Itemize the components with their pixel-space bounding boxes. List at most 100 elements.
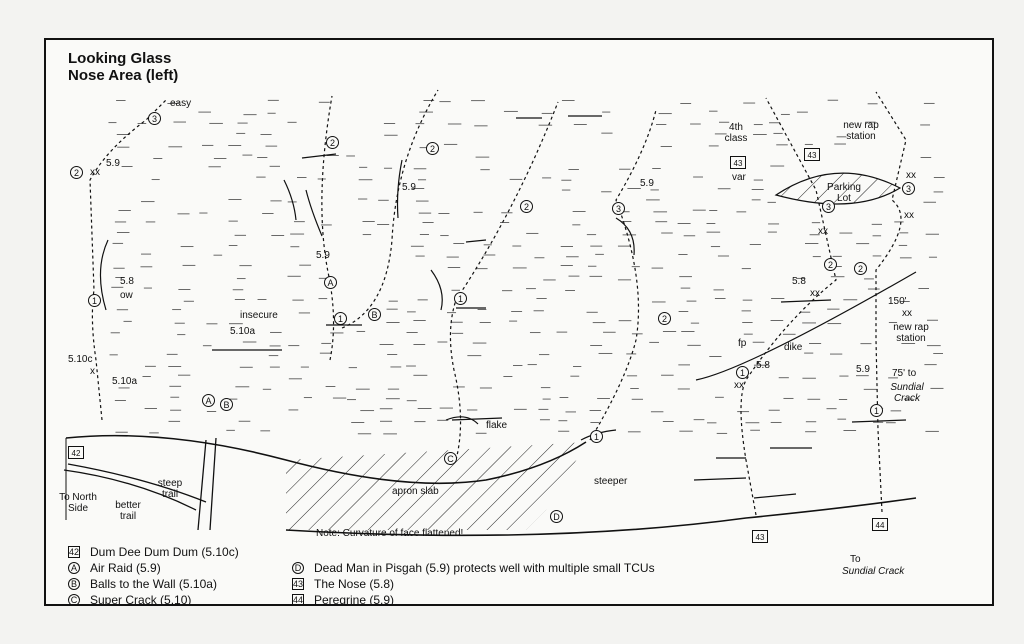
legend-text: Air Raid (5.9) [90,561,161,575]
label-grade-59-d: 5.9 [640,178,654,189]
trail-steep [197,437,217,531]
legend-marker: B [68,578,80,590]
label-ow: ow [120,290,133,301]
label-75-to: 75' to [892,368,917,379]
map-title: Looking Glass Nose Area (left) [68,50,178,84]
route-marker-B: B [220,398,233,411]
pitch-marker-2-b: 2 [426,142,439,155]
route-lines [89,89,907,516]
label-easy: easy [170,98,192,109]
label-grade-59-left: 5.9 [106,158,120,169]
label-to: To [850,554,861,565]
pitch-marker-2-a: 2 [326,136,339,149]
label-fp: fp [738,338,747,349]
label-grade-58-nose: 5.8 [792,276,806,287]
legend-text: Dead Man in Pisgah (5.9) protects well w… [314,561,655,575]
legend-right: D Dead Man in Pisgah (5.9) protects well … [292,560,655,606]
ledges [99,115,917,499]
legend-marker: 43 [292,578,304,590]
pitch-marker-2-nose: 2 [824,258,837,271]
legend-marker: D [292,562,304,574]
label-xx-parking: xx [818,226,828,237]
label-x-left: x [90,366,95,377]
label-grade-58-low: 5.8 [756,360,770,371]
legend-marker: A [68,562,80,574]
legend-text: Dum Dee Dum Dum (5.10c) [90,545,239,559]
title-line1: Looking Glass [68,50,172,67]
pitch-marker-2-d: 2 [658,312,671,325]
pitch-marker-1-d: 1 [590,430,603,443]
route-marker-C: C [444,452,457,465]
label-var: var [732,172,746,183]
legend-row: B Balls to the Wall (5.10a) [68,576,239,592]
label-xx-right2: xx [904,210,914,221]
legend-row: A Air Raid (5.9) [68,560,239,576]
legend-row: 44 Peregrine (5.9) [292,592,655,606]
route-box-43-mid: 43 [804,148,820,161]
label-grade-59-a: 5.9 [316,250,330,261]
label-new-rap-station-top: new rap station [843,120,879,142]
label-steep-trail: steep trail [157,478,183,500]
pitch-marker-1-left: 1 [88,294,101,307]
route-marker-A-top: A [324,276,337,289]
label-sundial-crack: Sundial Crack [890,382,924,404]
label-xx-low: xx [734,380,744,391]
label-parking-lot: Parking Lot [827,182,861,204]
pitch-marker-1-peregrine: 1 [870,404,883,417]
legend-row: 43 The Nose (5.8) [292,576,655,592]
pitch-marker-1-nose: 1 [736,366,749,379]
pitch-marker-3-left: 3 [148,112,161,125]
label-xx-nose: xx [810,288,820,299]
legend-marker: 42 [68,546,80,558]
legend-marker: C [68,594,80,604]
label-better-trail: better trail [115,500,141,522]
legend-text: Balls to the Wall (5.10a) [90,577,217,591]
rock-texture [108,99,945,435]
label-insecure: insecure [240,310,278,321]
pitch-marker-3-nose: 3 [822,200,835,213]
legend-row: D Dead Man in Pisgah (5.9) protects well … [292,560,655,576]
pitch-marker-1-c: 1 [454,292,467,305]
pitch-marker-3-peregrine: 3 [902,182,915,195]
label-sundial-crack-bottom: Sundial Crack [842,566,905,577]
label-grade-510a: 5.10a [230,326,256,337]
label-note: Note: Curvature of face flattened! [316,528,464,539]
route-box-43-top: 43 [730,156,746,169]
label-new-rap-station-low: new rap station [893,322,929,344]
route-box-44-base: 44 [872,518,888,531]
route-box-43-base: 43 [752,530,768,543]
legend-text: Super Crack (5.10) [90,593,192,606]
route-box-42: 42 [68,446,84,459]
legend-text: Peregrine (5.9) [314,593,395,606]
legend-row: C Super Crack (5.10) [68,592,239,606]
route-marker-A: A [202,394,215,407]
label-grade-58: 5.8 [120,276,134,287]
label-flake: flake [486,420,508,431]
topo-frame: Looking Glass Nose Area (left) easy 5.9 … [44,38,994,606]
label-150: 150' [888,296,907,307]
label-xx-left: xx [90,167,100,178]
legend-row: 42 Dum Dee Dum Dum (5.10c) [68,544,239,560]
route-marker-B-top: B [368,308,381,321]
face-base-line [65,434,917,537]
pitch-marker-1-a: 1 [334,312,347,325]
label-xx-150: xx [902,308,912,319]
label-to-north-side: To North Side [59,492,97,514]
pitch-marker-2-peregrine: 2 [854,262,867,275]
label-dike: dike [784,342,803,353]
label-grade-59-peregrine: 5.9 [856,364,870,375]
label-xx-right: xx [906,170,916,181]
legend-text: The Nose (5.8) [314,577,395,591]
route-marker-D: D [550,510,563,523]
legend-marker: 44 [292,594,304,605]
trail-left [63,463,207,511]
label-steeper: steeper [594,476,628,487]
pitch-marker-3-d: 3 [612,202,625,215]
label-4th-class: 4th class [724,122,748,144]
legend-left: 42 Dum Dee Dum Dum (5.10c) A Air Raid (5.9)… [68,544,239,606]
label-grade-510c: 5.10c [68,354,93,365]
label-apron-slab: apron slab [392,486,439,497]
pitch-marker-2-c: 2 [520,200,533,213]
title-line2: Nose Area (left) [68,67,179,84]
label-grade-59-b: 5.9 [402,182,416,193]
